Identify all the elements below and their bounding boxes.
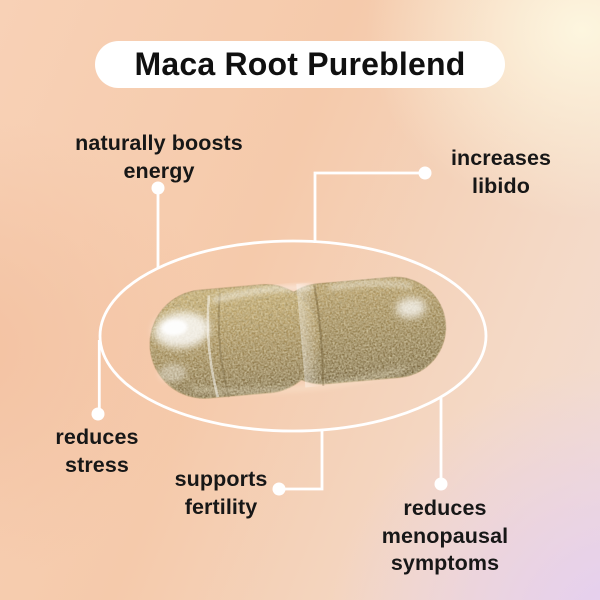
maca-capsule-image (149, 276, 447, 399)
title-banner: Maca Root Pureblend (95, 41, 505, 88)
connector-line-libido (313, 171, 425, 243)
connector-dot-libido (418, 166, 432, 180)
capsule-gloss-right (395, 297, 426, 319)
benefit-label-libido: increases libido (450, 146, 552, 198)
capsule-seam-highlight (296, 282, 324, 388)
benefit-label-fertility: supports fertility (174, 467, 268, 519)
page-title: Maca Root Pureblend (134, 46, 466, 82)
connector-dot-energy (151, 181, 165, 195)
benefit-label-stress: reduces stress (55, 425, 139, 477)
connector-dot-stress (91, 407, 105, 421)
connector-dot-fertility (272, 482, 286, 496)
benefit-label-energy: naturally boosts energy (75, 131, 243, 183)
benefit-ring (98, 239, 488, 433)
benefit-label-menopause: reduces menopausal symptoms (381, 496, 509, 575)
connector-dot-menopause (434, 477, 448, 491)
connector-line-fertility (279, 430, 324, 491)
